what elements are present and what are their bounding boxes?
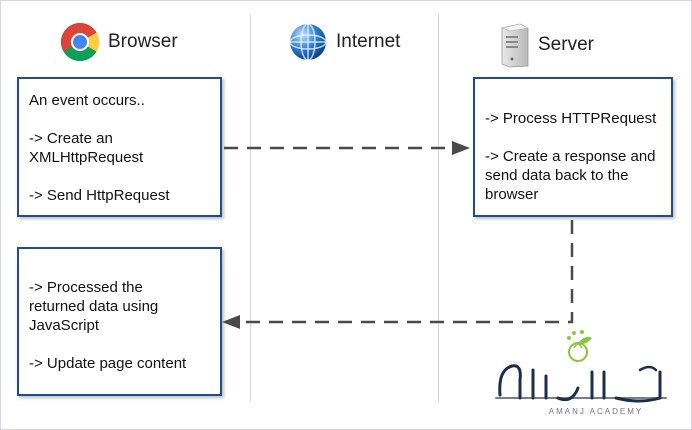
globe-icon	[289, 23, 327, 61]
browser-request-box: An event occurs.. -> Create an XMLHttpRe…	[17, 77, 222, 217]
box-line: -> Create an XMLHttpRequest	[29, 130, 144, 166]
amanj-academy-logo	[495, 330, 667, 403]
browser-update-box: -> Processed the returned data using Jav…	[17, 247, 222, 396]
lane-header-browser: Browser	[60, 22, 178, 62]
chrome-icon	[60, 22, 100, 62]
response-arrow	[222, 220, 574, 329]
lane-title-internet: Internet	[336, 31, 401, 52]
lane-title-browser: Browser	[108, 31, 178, 52]
lane-title-server: Server	[538, 34, 594, 55]
server-icon	[500, 23, 529, 68]
box-line: -> Create a response and send data back …	[485, 148, 656, 203]
lane-divider-1	[250, 14, 251, 402]
box-line: -> Processed the returned data using Jav…	[29, 279, 159, 334]
request-arrow	[224, 141, 470, 155]
server-process-box: -> Process HTTPRequest -> Create a respo…	[473, 77, 673, 217]
box-line: An event occurs..	[29, 92, 145, 109]
box-line: -> Update page content	[29, 355, 187, 372]
lane-divider-2	[438, 14, 439, 402]
lane-header-server: Server	[498, 22, 594, 68]
lane-header-internet: Internet	[288, 22, 400, 62]
watermark-text: AMANJ ACADEMY	[548, 407, 644, 416]
box-line: -> Send HttpRequest	[29, 187, 170, 204]
box-line: -> Process HTTPRequest	[485, 110, 657, 127]
